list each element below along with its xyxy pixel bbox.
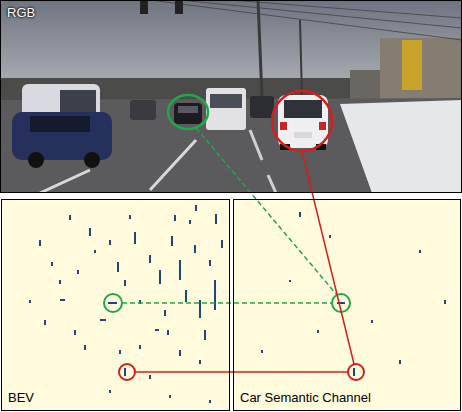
bev-points: [30, 205, 222, 403]
semantic-points: [262, 212, 445, 376]
panel-label: RGB: [1, 1, 41, 25]
semantic-ground: [233, 199, 461, 411]
red-correspondence: [302, 151, 354, 364]
green-correspondence: [122, 302, 332, 304]
green-correspondence: [196, 128, 337, 295]
semantic-panel: Car Semantic Channel: [233, 199, 461, 411]
bev-ground: [1, 199, 230, 411]
red-correspondence: [135, 371, 348, 373]
photo-panel: RGB: [0, 0, 462, 193]
panel-label: Car Semantic Channel: [234, 386, 377, 410]
panel-label: BEV: [2, 386, 40, 410]
street-photo: [0, 0, 462, 193]
bev-panel: BEV: [1, 199, 230, 411]
